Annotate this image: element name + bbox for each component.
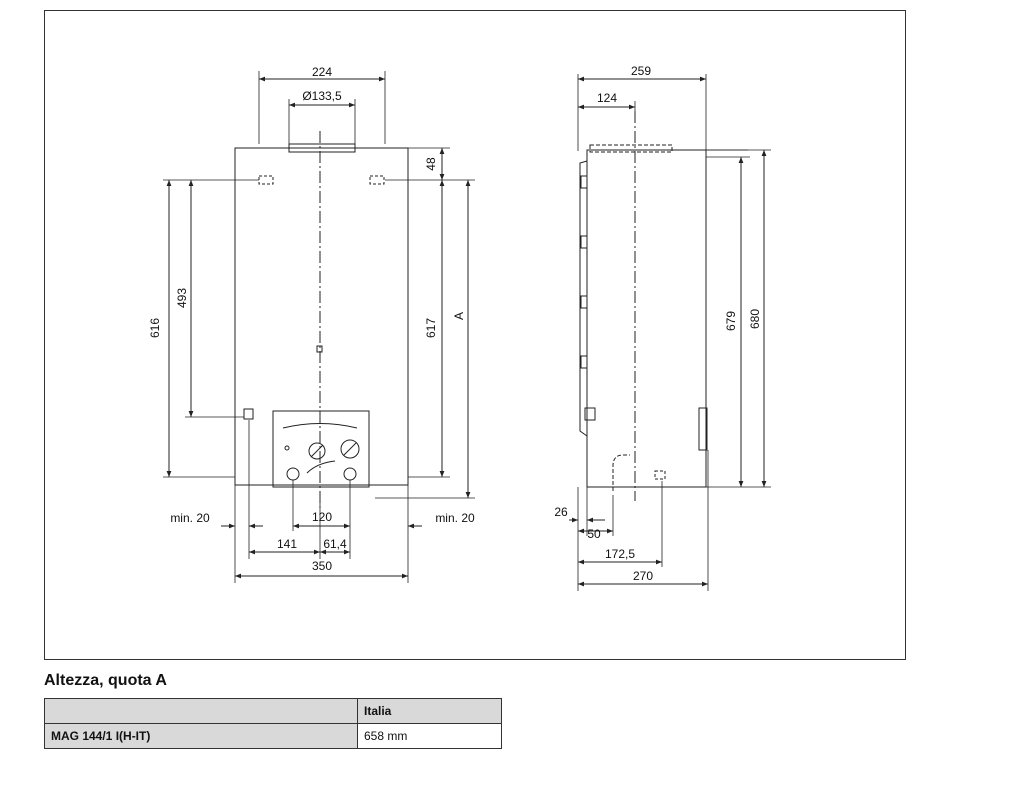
hanging-slot-left [258,175,274,185]
label-259: 259 [631,64,651,78]
label-141: 141 [277,537,297,551]
dimension-drawing: 224 Ø133,5 48 616 493 617 A min. 20 min.… [148,64,771,591]
side-body-outline [586,149,707,488]
label-48: 48 [424,157,438,171]
label-61-4: 61,4 [323,537,347,551]
table-row: MAG 144/1 I(H-IT) 658 mm [44,723,502,749]
side-gas-fitting [654,470,666,480]
gas-pipe [306,460,336,474]
knob-left [308,442,326,460]
bracket-clip-3 [580,295,588,309]
label-min20-left: min. 20 [170,511,210,525]
table-cell-value: 658 mm [357,723,502,749]
label-26: 26 [554,505,568,519]
bracket-clip-4 [580,355,588,369]
water-connection-right [343,467,357,481]
side-pipe-dashed [612,454,630,491]
side-front-part [698,407,708,451]
center-marker [316,345,323,353]
knob-left-pointer [310,444,324,458]
control-panel [272,410,370,488]
water-connection-left [286,467,300,481]
section-title: Altezza, quota A [44,672,167,689]
label-350: 350 [312,559,332,573]
table-cell-model: MAG 144/1 I(H-IT) [44,723,358,749]
label-680: 680 [748,309,762,329]
table-header-cell-model [44,698,358,724]
inlet-fitting [243,408,254,420]
label-min20-right: min. 20 [435,511,475,525]
indicator-dot [284,445,290,451]
bracket-clip-2 [580,235,588,249]
label-616: 616 [148,318,162,338]
knob-right-pointer [343,442,357,456]
side-inlet-fitting [584,407,596,421]
label-124: 124 [597,91,617,105]
front-view [163,71,475,583]
label-270: 270 [633,569,653,583]
knob-right [340,439,360,459]
label-50: 50 [587,527,601,541]
label-224: 224 [312,65,332,79]
label-493: 493 [175,288,189,308]
label-flue-diameter: Ø133,5 [302,89,342,103]
label-120: 120 [312,510,332,524]
panel-arc [282,423,358,429]
label-617: 617 [424,318,438,338]
label-172-5: 172,5 [605,547,635,561]
table-header-row: Italia [44,698,502,724]
bracket-clip-1 [580,175,588,189]
label-A: A [452,312,466,320]
side-flue-collar [589,144,673,153]
technical-drawing-frame: 224 Ø133,5 48 616 493 617 A min. 20 min.… [44,10,906,660]
side-view [569,74,771,591]
label-679: 679 [724,311,738,331]
table-header-cell-country: Italia [357,698,502,724]
wall-bracket [579,160,588,437]
dimension-table: Italia MAG 144/1 I(H-IT) 658 mm [44,698,502,749]
hanging-slot-right [369,175,385,185]
front-body-outline [234,147,409,486]
flue-collar [288,143,356,153]
